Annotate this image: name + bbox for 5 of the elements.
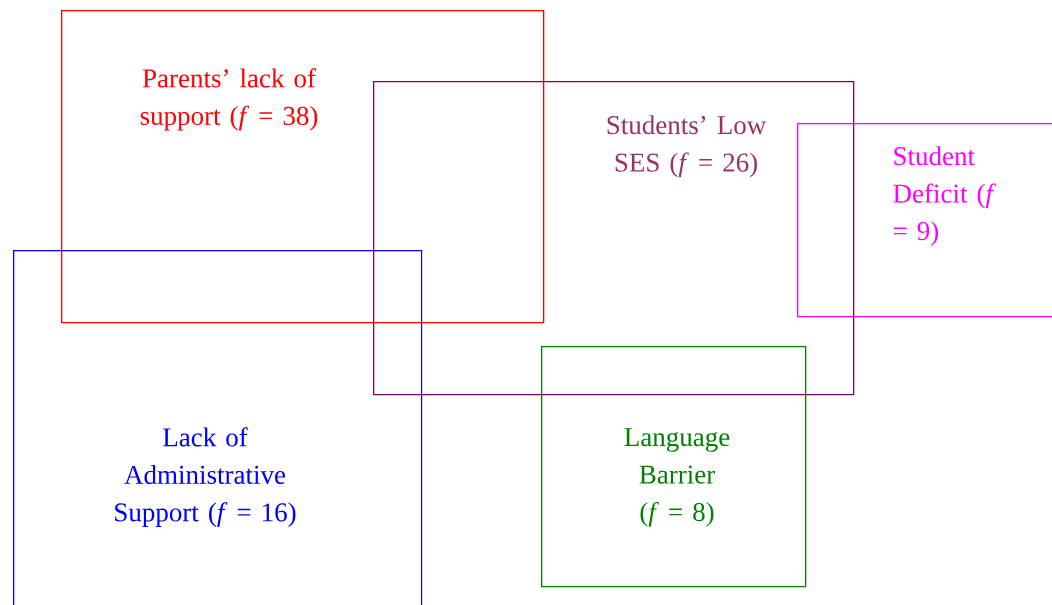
category-box: Students’ Low SES (f = 26) [373, 81, 855, 396]
category-box: Student Deficit (f = 9) [797, 123, 1052, 318]
category-box: Language Barrier (f = 8) [541, 346, 807, 588]
category-box: Parents’ lack of support (f = 38) [61, 10, 545, 324]
category-box: Lack of Administrative Support (f = 16) [13, 250, 423, 605]
